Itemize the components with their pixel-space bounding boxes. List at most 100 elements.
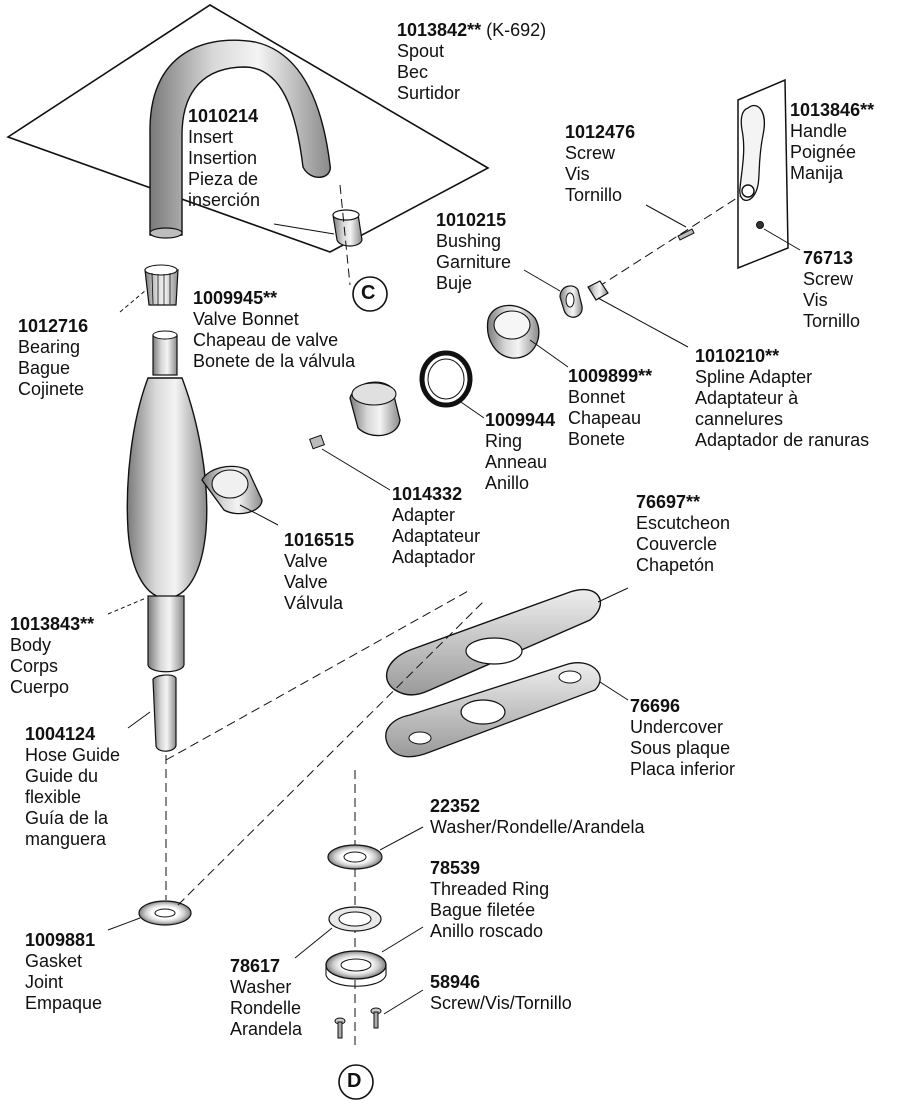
label-threaded-ring: 78539 Threaded Ring Bague filetée Anillo… (430, 858, 549, 942)
part-name-fr: Garniture (436, 252, 512, 272)
part-number: 1016515 (284, 530, 355, 550)
escutcheon-hole (465, 637, 523, 665)
handle-part (739, 104, 765, 202)
part-name-fr: Poignée (790, 142, 857, 162)
part-name-es: Cojinete (18, 379, 85, 399)
adapter-part (309, 434, 325, 450)
part-name-es-1: Guía de la (25, 808, 109, 828)
leader-ring (457, 399, 485, 419)
label-bushing: 1010215 Bushing Garniture Buje (436, 210, 511, 294)
part-name-es-1: Pieza de (188, 169, 259, 189)
part-number: 1012476 (565, 122, 636, 142)
label-gasket: 1009881 Gasket Joint Empaque (25, 930, 102, 1014)
part-number: 1010210** (695, 346, 780, 366)
part-name-multi: Screw/Vis/Tornillo (430, 993, 572, 1013)
label-washer-78617: 78617 Washer Rondelle Arandela (230, 956, 302, 1040)
leader-body (107, 597, 147, 615)
part-number: 1010215 (436, 210, 507, 230)
leader-washer-22352 (379, 826, 424, 851)
screws-58946 (334, 1007, 382, 1039)
part-name-en: Spline Adapter (695, 367, 813, 387)
set-screw-76713 (756, 221, 764, 229)
part-name-es: Empaque (25, 993, 103, 1013)
part-number: 22352 (430, 796, 481, 816)
part-name-es: Adaptador (392, 547, 476, 567)
part-name-es: Chapetón (636, 555, 715, 575)
leader-gasket (107, 917, 141, 931)
part-name-fr: Adaptateur (392, 526, 481, 546)
part-name-fr-1: Guide du (25, 766, 99, 786)
part-name-en: Bushing (436, 231, 502, 251)
part-name-en: Screw (565, 143, 616, 163)
part-name-en: Adapter (392, 505, 456, 525)
part-name-es: Anillo (485, 473, 530, 493)
label-adapter: 1014332 Adapter Adaptateur Adaptador (392, 484, 480, 568)
label-ring: 1009944 Ring Anneau Anillo (485, 410, 555, 494)
ring-part (419, 350, 473, 408)
part-name-en: Bearing (18, 337, 81, 357)
part-name-fr: Corps (10, 656, 59, 676)
model-suffix: (K-692) (481, 20, 547, 40)
threaded-ring-hole (340, 958, 372, 972)
axis-spout (339, 184, 351, 286)
part-name-es: Placa inferior (630, 759, 736, 779)
part-name-fr: Chapeau de valve (193, 330, 339, 350)
label-screw-76713: 76713 Screw Vis Tornillo (803, 248, 860, 332)
part-name-en: Washer (230, 977, 292, 997)
part-name-fr: Insertion (188, 148, 258, 168)
body-bottom-stem (147, 595, 185, 673)
leader-76713 (763, 228, 801, 251)
spout-body (149, 39, 331, 236)
part-number: 1013846** (790, 100, 875, 120)
part-number: 78617 (230, 956, 281, 976)
label-valve: 1016515 Valve Valve Válvula (284, 530, 354, 614)
ring-inner (427, 358, 465, 400)
bonnet-opening (493, 310, 531, 340)
part-name-es-2: inserción (188, 190, 261, 210)
part-name-en: Ring (485, 431, 523, 451)
part-name-fr: Sous plaque (630, 738, 731, 758)
label-insert: 1010214 Insert Insertion Pieza de inserc… (188, 106, 260, 211)
bearing-top (144, 264, 178, 276)
label-bearing: 1012716 Bearing Bague Cojinete (18, 316, 88, 400)
part-number: 76713 (803, 248, 854, 268)
part-name-fr: Joint (25, 972, 64, 992)
part-name-en: Body (10, 635, 52, 655)
leader-adapter (321, 448, 391, 491)
part-name-fr: Anneau (485, 452, 548, 472)
leader-spline-adapter (597, 297, 689, 348)
leader-hose-guide (127, 711, 151, 729)
gasket-hole (154, 908, 176, 918)
part-name-es: Adaptador de ranuras (695, 430, 870, 450)
part-name-en: Gasket (25, 951, 83, 971)
insert-part (332, 213, 363, 247)
screw-1012476 (677, 228, 695, 241)
part-name-en: Valve (284, 551, 328, 571)
label-spout: 1013842** (K-692) Spout Bec Surtidor (397, 20, 546, 104)
undercover-hub (460, 699, 506, 725)
part-number: 78539 (430, 858, 481, 878)
part-name-es: Arandela (230, 1019, 303, 1039)
valve-bonnet-top (351, 382, 397, 406)
leader-bonnet (529, 339, 569, 368)
part-name-es: Buje (436, 273, 473, 293)
part-name-en: Valve Bonnet (193, 309, 299, 329)
part-name-fr: Chapeau (568, 408, 642, 428)
part-number: 1009881 (25, 930, 96, 950)
body-stem-top (152, 330, 178, 340)
callout-d: D (347, 1070, 362, 1092)
part-name-fr: Vis (565, 164, 590, 184)
part-number: 58946 (430, 972, 481, 992)
part-name-fr: Rondelle (230, 998, 302, 1018)
leader-undercover (599, 681, 629, 701)
part-name-es: Válvula (284, 593, 344, 613)
insert-top (332, 209, 360, 221)
counter-plane (6, 4, 490, 253)
part-number: 1004124 (25, 724, 96, 744)
part-name-es-2: manguera (25, 829, 107, 849)
part-name-es: Tornillo (565, 185, 623, 205)
label-bonnet: 1009899** Bonnet Chapeau Bonete (568, 366, 652, 450)
part-name-es: Bonete de la válvula (193, 351, 356, 371)
part-name-en: Threaded Ring (430, 879, 550, 899)
